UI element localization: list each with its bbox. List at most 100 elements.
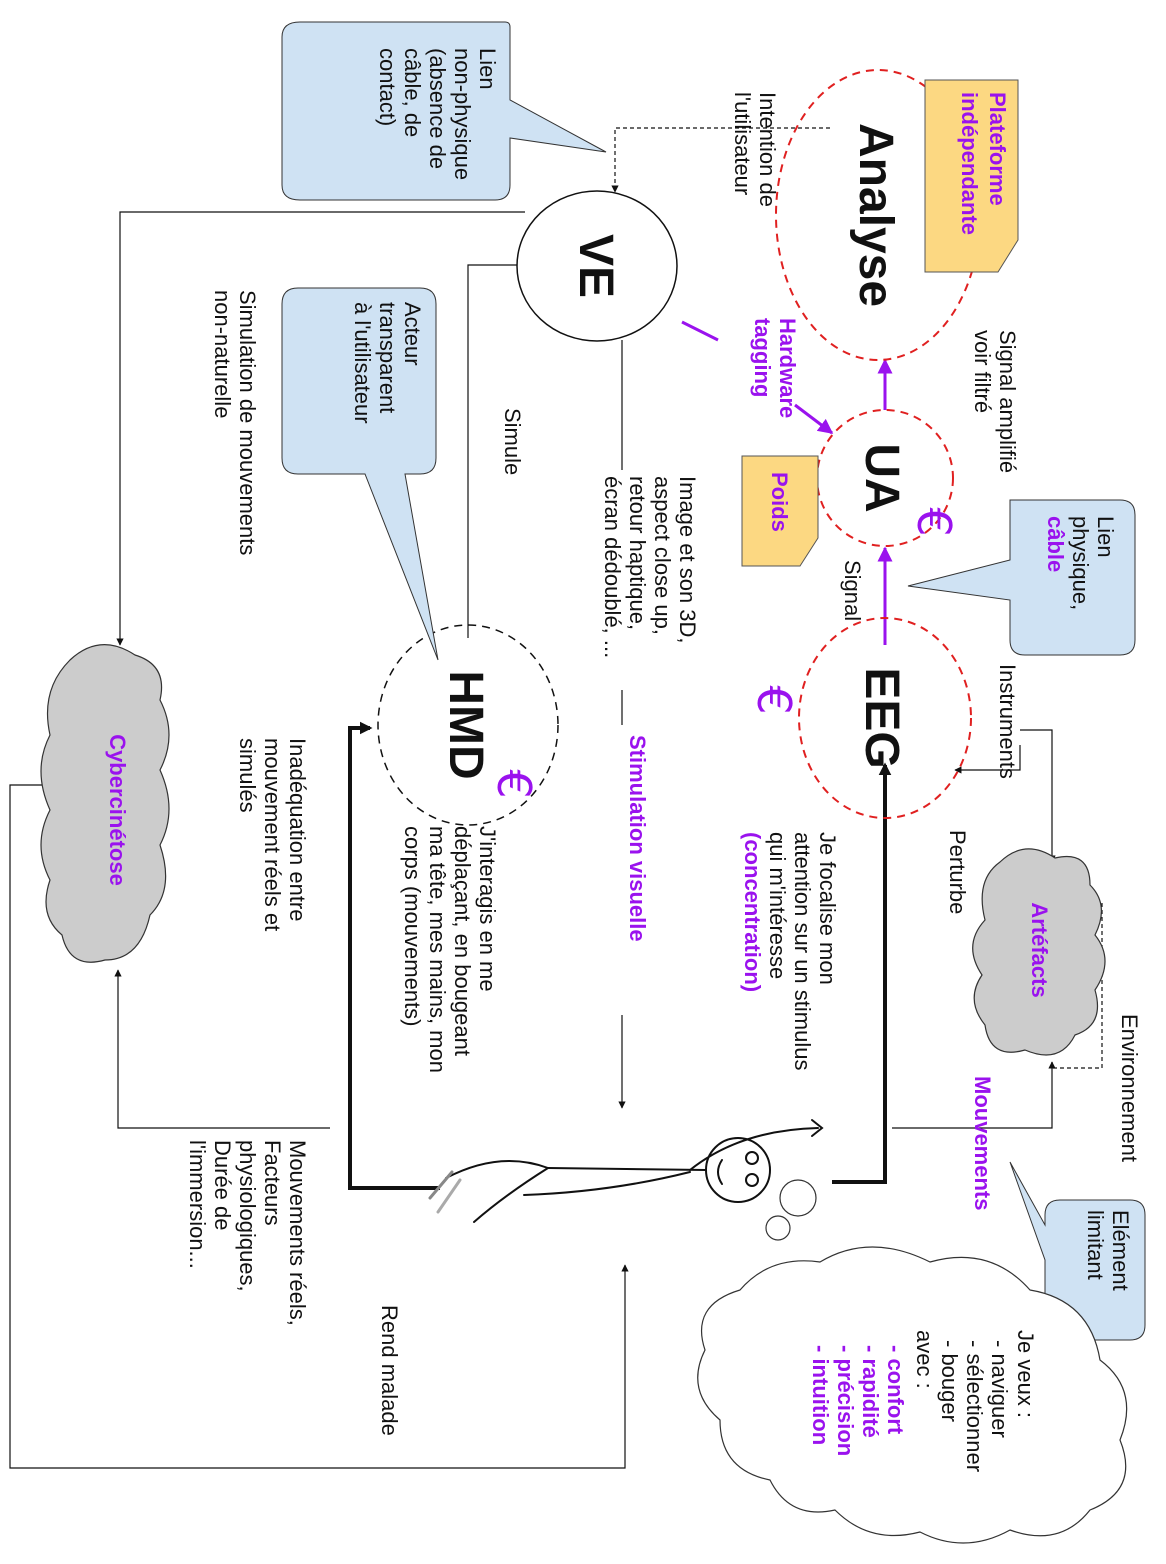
callout-lien-ph-3: câble bbox=[1043, 516, 1068, 572]
label-interagis-1: J'interagis en me bbox=[475, 826, 500, 992]
line-mouvements bbox=[892, 1061, 1056, 1129]
note-plateforme: Plateforme indépendante bbox=[924, 79, 1019, 273]
callout-acteur: Acteur transparent à l'utilisateur bbox=[281, 287, 439, 661]
callout-lien-non-physique: Lien non-physique (absence de câble, de … bbox=[281, 21, 607, 201]
arrow-hardware-ua bbox=[794, 403, 834, 435]
purple-arrows bbox=[681, 320, 893, 645]
thought-action-2: - sélectionner bbox=[962, 1340, 987, 1472]
euro-ua: € bbox=[907, 507, 961, 536]
label-image-son-2: aspect close up, bbox=[650, 476, 675, 635]
label-intention-2: l'utilisateur bbox=[730, 92, 755, 195]
label-mvt-reels-3: physiologiques, bbox=[235, 1140, 260, 1292]
node-ua-label: UA bbox=[855, 443, 908, 512]
label-focalise-1: Je focalise mon bbox=[815, 832, 840, 985]
cloud-artefacts: Artéfacts bbox=[972, 848, 1106, 1056]
thought-quality-3: - précision bbox=[833, 1345, 858, 1456]
stick-figure bbox=[428, 1119, 824, 1223]
callout-element: Elément limitant bbox=[1009, 1161, 1146, 1341]
label-image-son-4: écran dédoublé, ... bbox=[600, 476, 625, 658]
cloud-cybercinetose: Cybercinétose bbox=[40, 644, 170, 963]
label-mvt-reels-5: l'immersion... bbox=[185, 1140, 210, 1269]
arrow-person-eeg bbox=[832, 762, 892, 1184]
callout-lien-np-3: (absence de bbox=[425, 48, 450, 169]
note-plateforme-line-1: Plateforme bbox=[985, 92, 1010, 206]
label-simulation-mvt-1: Simulation de mouvements bbox=[235, 290, 260, 555]
label-tagging: tagging bbox=[750, 318, 775, 397]
label-simule: Simule bbox=[500, 408, 525, 475]
thought-quality-4: - intuition bbox=[808, 1345, 833, 1445]
label-mvt-reels-2: Facteurs bbox=[260, 1140, 285, 1226]
label-stimulation: Stimulation visuelle bbox=[625, 735, 650, 942]
connectors bbox=[9, 127, 1103, 1469]
label-mvt-reels-4: Durée de bbox=[210, 1140, 235, 1231]
callout-lien-physique: Lien physique, câble bbox=[907, 499, 1136, 656]
thought-quality-1: - confort bbox=[883, 1345, 908, 1435]
line-hmd-ve bbox=[467, 261, 526, 638]
label-mvt-reels-1: Mouvements réels, bbox=[285, 1140, 310, 1326]
note-poids-text: Poids bbox=[767, 472, 792, 532]
callout-acteur-3: à l'utilisateur bbox=[350, 302, 375, 424]
label-instruments: Instruments bbox=[995, 664, 1020, 779]
cloud-cyber-label: Cybercinétose bbox=[105, 734, 130, 886]
label-rend-malade: Rend malade bbox=[377, 1305, 402, 1436]
callout-lien-np-1: Lien bbox=[475, 48, 500, 90]
label-inadequation-3: simulés bbox=[235, 738, 260, 813]
thought-quality-2: - rapidité bbox=[858, 1345, 883, 1438]
label-focalise-3: qui m'intéresse bbox=[765, 832, 790, 979]
label-focalise-4: (concentration) bbox=[740, 832, 765, 992]
callout-lien-ph-2: physique, bbox=[1068, 516, 1093, 610]
dashed-link-analyse-ve bbox=[611, 127, 830, 193]
node-hmd: HMD bbox=[377, 624, 559, 826]
label-hardware: Hardware bbox=[775, 318, 800, 418]
label-inadequation-1: Inadéquation entre bbox=[285, 738, 310, 922]
callout-element-1: Elément bbox=[1108, 1210, 1133, 1291]
label-interagis-2: déplaçant, en bougeant bbox=[450, 826, 475, 1056]
label-signal-amplifie-1: Signal amplifié bbox=[995, 330, 1020, 473]
euro-eeg: € bbox=[747, 685, 801, 714]
euro-hmd: € bbox=[487, 769, 541, 798]
label-environnement: Environnement bbox=[1117, 1014, 1142, 1162]
node-hmd-label: HMD bbox=[439, 670, 492, 779]
line-ve-cyber bbox=[116, 211, 525, 646]
node-analyse-label: Analyse bbox=[849, 123, 902, 307]
line-person-cyber bbox=[114, 969, 330, 1129]
thought-action-3: - bouger bbox=[937, 1340, 962, 1422]
label-signal: Signal bbox=[840, 560, 865, 621]
cloud-artefacts-label: Artéfacts bbox=[1027, 902, 1052, 997]
callout-lien-np-5: contact) bbox=[375, 48, 400, 126]
label-mouvements: Mouvements bbox=[970, 1076, 995, 1210]
label-interagis-4: corps (mouvements) bbox=[400, 826, 425, 1027]
thought-je-veux: Je veux : bbox=[1013, 1330, 1038, 1418]
line-instruments bbox=[1020, 729, 1056, 863]
node-eeg: EEG bbox=[798, 617, 972, 819]
label-perturbe: Perturbe bbox=[945, 830, 970, 914]
label-inadequation-2: mouvement réels et bbox=[260, 738, 285, 931]
label-simulation-mvt-2: non-naturelle bbox=[210, 290, 235, 418]
callout-lien-ph-1: Lien bbox=[1093, 516, 1118, 558]
line-ve-hardware bbox=[681, 320, 719, 342]
thought-cloud: Je veux : - naviguer - sélectionner - bo… bbox=[697, 1179, 1128, 1544]
callout-lien-np-4: câble, de bbox=[400, 48, 425, 137]
callout-acteur-2: transparent bbox=[375, 302, 400, 413]
line-perturbe bbox=[954, 745, 1021, 774]
callout-acteur-1: Acteur bbox=[400, 302, 425, 366]
callout-lien-np-2: non-physique bbox=[450, 48, 475, 180]
note-plateforme-line-2: indépendante bbox=[957, 92, 982, 235]
label-focalise-2: attention sur un stimulus bbox=[790, 832, 815, 1070]
label-image-son-3: retour haptique, bbox=[625, 476, 650, 630]
thought-avec: avec : bbox=[912, 1330, 937, 1389]
node-analyse: Analyse bbox=[775, 69, 981, 361]
label-intention-1: Intention de bbox=[755, 92, 780, 207]
callout-element-2: limitant bbox=[1083, 1210, 1108, 1280]
thick-arrows bbox=[348, 721, 892, 1190]
arrow-person-hmd bbox=[348, 721, 440, 1190]
labels: Intention de l'utilisateur Signal amplif… bbox=[185, 92, 1142, 1436]
note-poids: Poids bbox=[741, 455, 819, 567]
node-ve: VE bbox=[516, 190, 678, 342]
label-signal-amplifie-2: voir filtré bbox=[970, 330, 995, 413]
node-ve-label: VE bbox=[569, 234, 622, 298]
thought-action-1: - naviguer bbox=[987, 1340, 1012, 1438]
line-rend-malade bbox=[9, 784, 629, 1469]
